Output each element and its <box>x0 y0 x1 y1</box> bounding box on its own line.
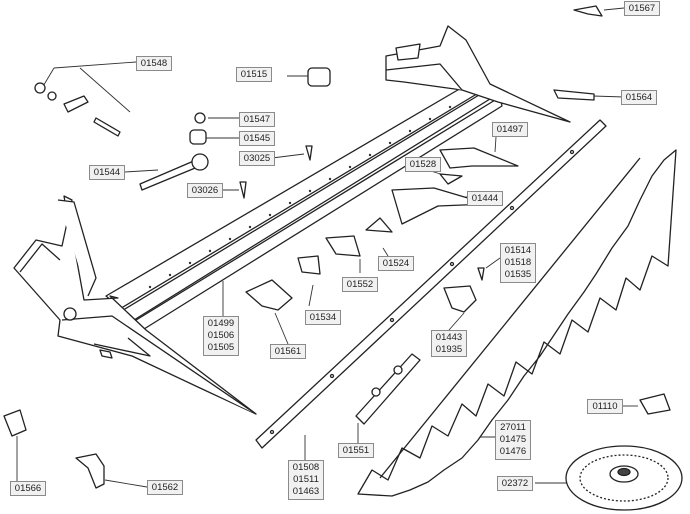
part-label-01508-group: 01508 01511 01463 <box>288 460 324 500</box>
part-number: 27011 <box>500 422 526 433</box>
small-parts <box>3 5 671 489</box>
part-label-01567: 01567 <box>624 1 660 16</box>
part-label-03025: 03025 <box>239 151 275 166</box>
part-number: 01514 <box>504 245 532 256</box>
part-label-02372: 02372 <box>497 476 533 491</box>
part-number: 01511 <box>293 474 319 485</box>
part-number: 01534 <box>309 312 337 323</box>
part-label-01110: 01110 <box>587 399 623 414</box>
part-label-01561: 01561 <box>270 344 306 359</box>
inner-shoe <box>13 195 257 415</box>
part-label-03026: 03026 <box>187 183 223 198</box>
part-number: 02372 <box>501 478 529 489</box>
part-number: 01444 <box>471 193 499 204</box>
part-number: 01535 <box>504 269 532 280</box>
part-number: 01547 <box>243 114 271 125</box>
part-label-27011-group: 27011 01475 01476 <box>495 420 531 460</box>
part-number: 01528 <box>409 159 437 170</box>
part-label-01552: 01552 <box>342 277 378 292</box>
part-number: 01552 <box>346 279 374 290</box>
knife-head <box>355 353 421 425</box>
part-number: 01566 <box>14 483 42 494</box>
part-number: 01497 <box>496 124 524 135</box>
part-number: 01515 <box>240 69 268 80</box>
part-number: 01110 <box>592 401 618 412</box>
part-number: 03026 <box>191 185 219 196</box>
part-number: 01567 <box>628 3 656 14</box>
part-number: 01524 <box>382 258 410 269</box>
part-number: 01475 <box>499 434 527 445</box>
part-number: 01476 <box>499 446 527 457</box>
part-label-01562: 01562 <box>147 480 183 495</box>
part-number: 01935 <box>435 344 463 355</box>
part-number: 01508 <box>292 462 320 473</box>
part-number: 01544 <box>93 167 121 178</box>
part-label-01551: 01551 <box>338 443 374 458</box>
knife-sections <box>357 149 677 497</box>
part-label-01564: 01564 <box>621 90 657 105</box>
part-label-01524: 01524 <box>378 256 414 271</box>
part-label-01514-group: 01514 01518 01535 <box>500 243 536 283</box>
part-label-01528: 01528 <box>405 157 441 172</box>
part-label-01566: 01566 <box>10 481 46 496</box>
part-number: 01499 <box>207 318 235 329</box>
part-number: 03025 <box>243 153 271 164</box>
part-label-01515: 01515 <box>236 67 272 82</box>
part-label-01497: 01497 <box>492 122 528 137</box>
cutter-bar <box>105 83 503 335</box>
part-label-01548: 01548 <box>136 56 172 71</box>
part-number: 01506 <box>207 330 235 341</box>
part-number: 01545 <box>243 133 271 144</box>
part-number: 01548 <box>140 58 168 69</box>
part-number: 01564 <box>625 92 653 103</box>
knife-back <box>255 119 607 449</box>
part-number: 01518 <box>504 257 532 268</box>
part-label-01443-group: 01443 01935 <box>431 330 467 357</box>
part-number: 01561 <box>274 346 302 357</box>
part-label-01547: 01547 <box>239 112 275 127</box>
part-label-01545: 01545 <box>239 131 275 146</box>
part-number: 01505 <box>207 342 235 353</box>
part-number: 01551 <box>342 445 370 456</box>
clutch-disc <box>565 445 683 511</box>
part-label-01534: 01534 <box>305 310 341 325</box>
part-label-01544: 01544 <box>89 165 125 180</box>
part-number: 01443 <box>435 332 463 343</box>
part-number: 01463 <box>292 486 320 497</box>
part-label-01499-group: 01499 01506 01505 <box>203 316 239 356</box>
part-label-01444: 01444 <box>467 191 503 206</box>
part-number: 01562 <box>151 482 179 493</box>
outer-shoe <box>385 25 571 123</box>
cutter-bar-holes <box>148 105 452 289</box>
